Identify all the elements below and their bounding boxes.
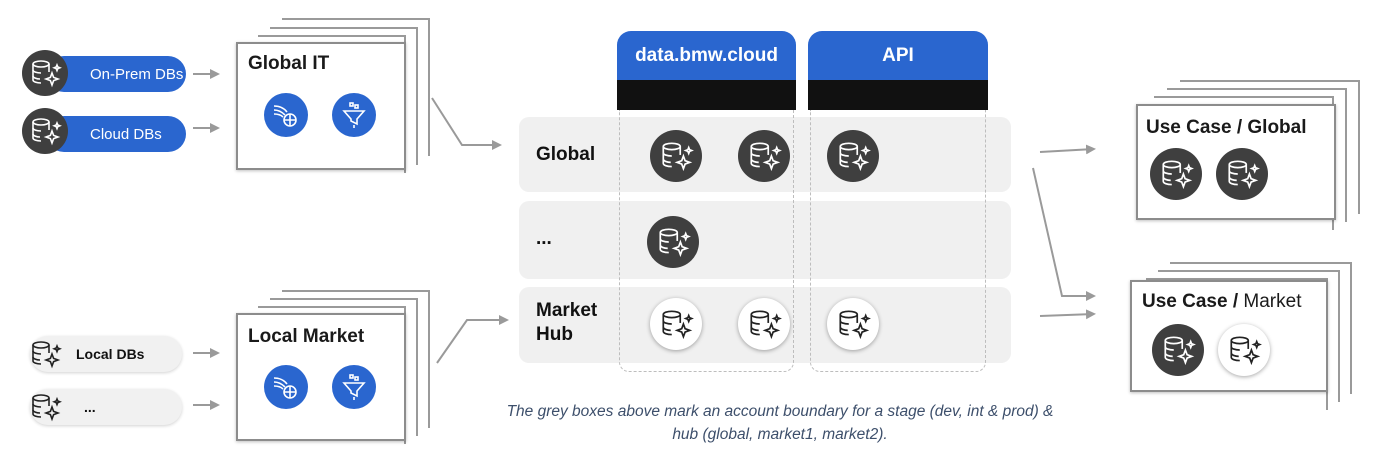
database-icon (1218, 324, 1270, 376)
column-boundary (619, 110, 794, 372)
data-ingest-icon (264, 365, 308, 409)
source-cloud-label: Cloud DBs (90, 125, 162, 143)
source-local-label: Local DBs (76, 346, 145, 362)
diagram-caption: The grey boxes above mark an account bou… (440, 400, 1120, 446)
local-market-box (236, 313, 406, 441)
column-bar (617, 80, 796, 110)
row-band-middle (519, 201, 1011, 279)
column-header-data: data.bmw.cloud (617, 31, 796, 80)
source-other-pill: ... (30, 389, 182, 425)
row-label-middle: ... (536, 228, 552, 249)
use-case-market-title: Use Case / Market (1142, 291, 1301, 313)
database-icon (22, 108, 68, 154)
data-filter-icon (332, 365, 376, 409)
database-icon (22, 331, 68, 377)
global-it-box (236, 42, 406, 170)
source-local-pill: Local DBs (30, 336, 182, 372)
use-case-market-suffix: Market (1238, 291, 1302, 312)
database-icon (827, 130, 879, 182)
stack-layer (282, 18, 430, 156)
row-label-global: Global (536, 144, 596, 165)
column-boundary (810, 110, 986, 372)
source-onprem-pill: On-Prem DBs (46, 56, 186, 92)
stack-layer (270, 298, 418, 436)
stack-layer (282, 290, 430, 428)
stack-layer (1170, 262, 1352, 394)
database-icon (22, 384, 68, 430)
local-market-title: Local Market (248, 326, 365, 347)
row-label-market-hub-line1: Market (536, 300, 598, 321)
database-icon (738, 298, 790, 350)
database-icon (1152, 324, 1204, 376)
stack-layer (270, 27, 418, 165)
column-header-api: API (808, 31, 988, 80)
caption-line-2: hub (global, market1, market2). (672, 426, 888, 443)
data-ingest-icon (264, 93, 308, 137)
stack-layer (1158, 270, 1340, 402)
global-it-title: Global IT (248, 53, 330, 74)
stack-layer (1180, 80, 1360, 214)
database-icon (827, 298, 879, 350)
database-icon (1216, 148, 1268, 200)
database-icon (650, 130, 702, 182)
stack-layer (1167, 88, 1347, 222)
database-icon (738, 130, 790, 182)
caption-line-1: The grey boxes above mark an account bou… (506, 403, 1054, 420)
use-case-market-prefix: Use Case / (1142, 291, 1239, 312)
source-onprem-label: On-Prem DBs (90, 65, 184, 83)
source-cloud-pill: Cloud DBs (46, 116, 186, 152)
row-label-market-hub-line2: Hub (536, 324, 573, 345)
database-icon (22, 50, 68, 96)
use-case-global-title: Use Case / Global (1146, 117, 1307, 138)
database-icon (1150, 148, 1202, 200)
column-bar (808, 80, 988, 110)
source-other-label: ... (84, 399, 96, 415)
data-filter-icon (332, 93, 376, 137)
database-icon (647, 216, 699, 268)
database-icon (650, 298, 702, 350)
